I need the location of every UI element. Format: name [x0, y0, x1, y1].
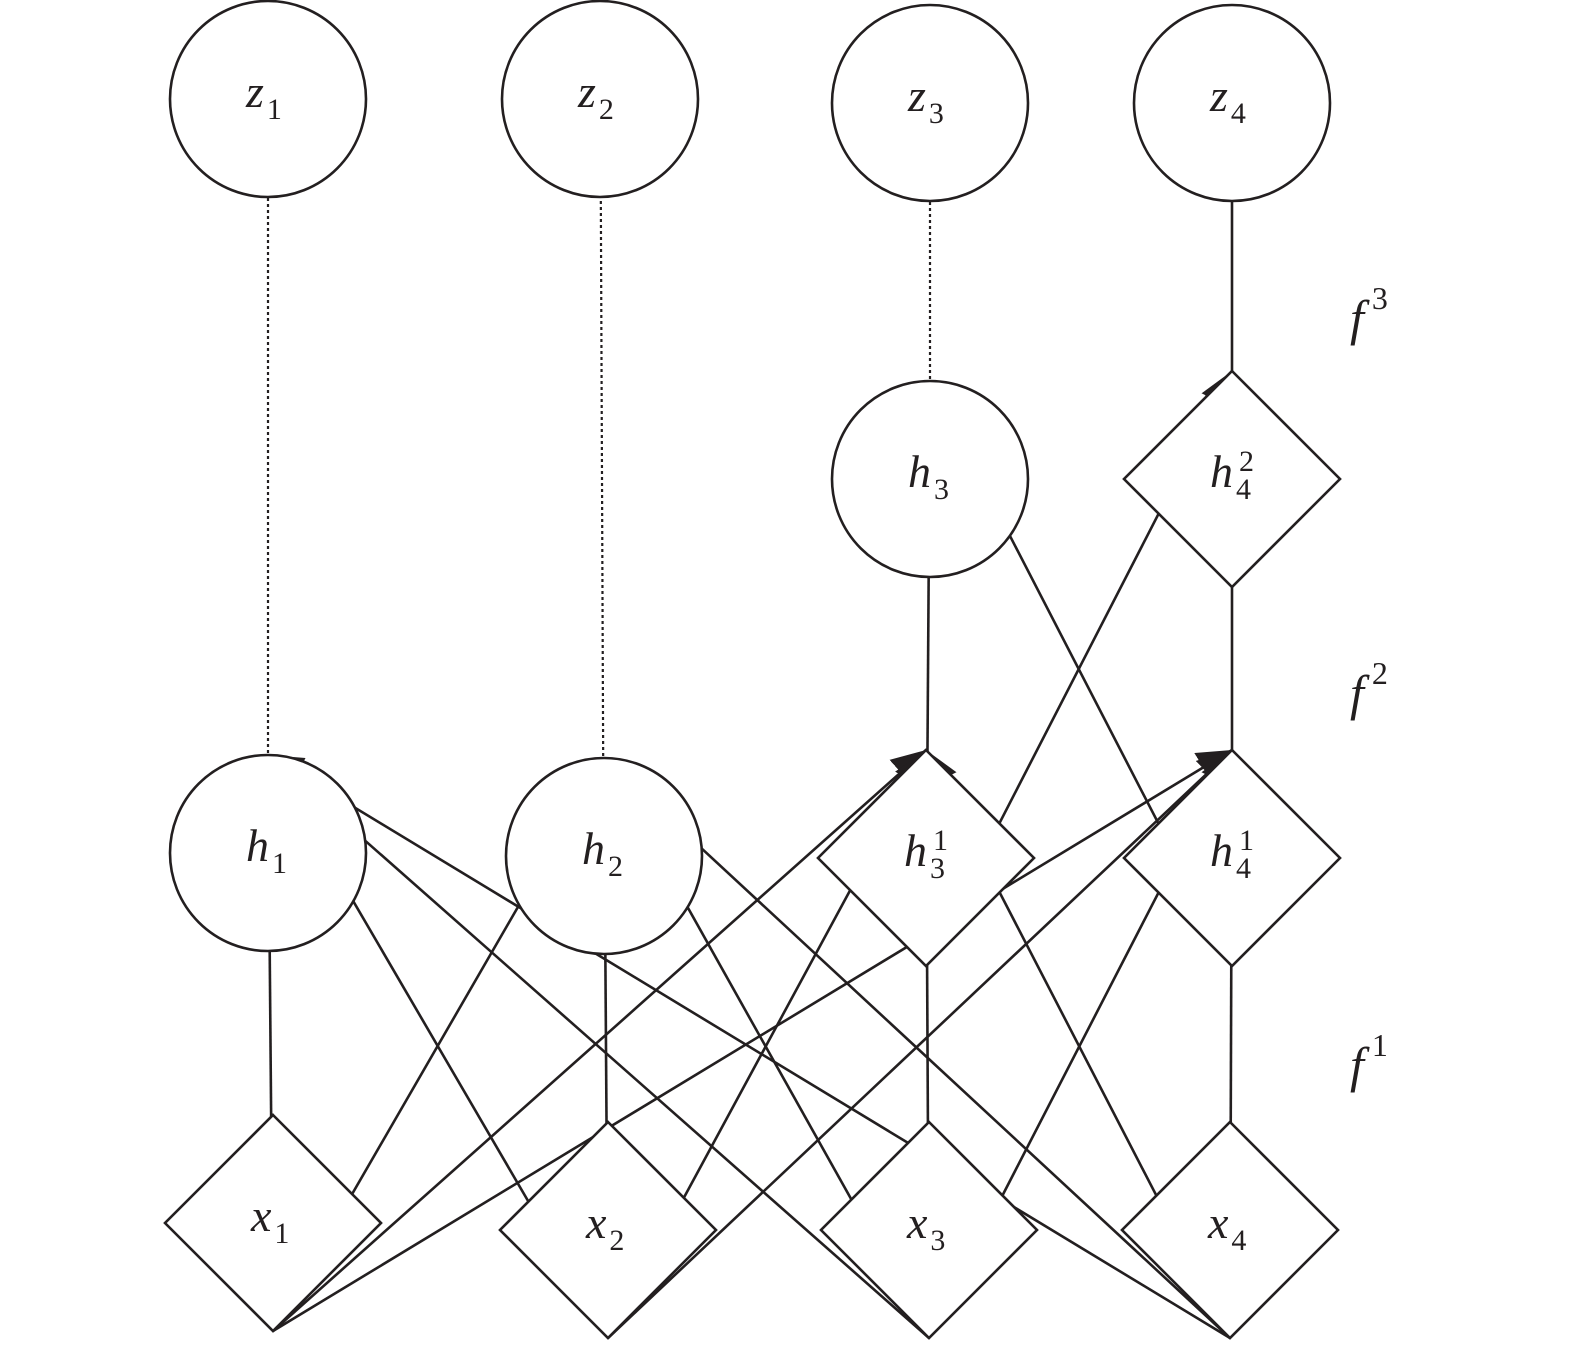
label-symbol: x: [585, 1197, 607, 1248]
node-h4-2-superscript: 2: [1239, 445, 1254, 478]
node-z1-circle: [168, 0, 368, 199]
node-h2-circle: [504, 756, 704, 956]
label-subscript: 4: [1231, 97, 1246, 130]
label-symbol: z: [245, 66, 264, 117]
label-symbol: h: [1210, 825, 1233, 876]
label-subscript: 3: [930, 1224, 945, 1257]
node-x3-diamond: [819, 1120, 1039, 1340]
node-z2-circle: [500, 0, 700, 199]
node-x4-diamond: [1120, 1120, 1340, 1340]
node-z3-circle: [830, 3, 1030, 203]
label-symbol: x: [250, 1190, 272, 1241]
node-x1-diamond: [163, 1113, 383, 1333]
node-h4-2-diamond: [1122, 369, 1342, 589]
label-symbol: z: [907, 70, 926, 121]
edges-layer: [251, 0, 1249, 1340]
label-subscript: 3: [929, 97, 944, 130]
edge-x4-to-h2: [603, 757, 1231, 1339]
label-subscript: 3: [930, 852, 945, 885]
label-subscript: 1: [272, 847, 287, 880]
node-z4-circle: [1132, 3, 1332, 203]
label-subscript: 1: [267, 93, 282, 126]
edge-x2-to-h4_1: [607, 749, 1233, 1339]
label-subscript: 4: [1231, 1224, 1246, 1257]
label-symbol: x: [1207, 1197, 1229, 1248]
label-subscript: 3: [934, 473, 949, 506]
edge-x4-to-h1: [267, 753, 1231, 1340]
label-symbol: h: [1210, 446, 1233, 497]
label-symbol: h: [582, 823, 605, 874]
edge-x1-to-h3_1: [272, 749, 927, 1332]
node-h3-1-superscript: 1: [933, 824, 948, 857]
label-subscript: 2: [608, 850, 623, 883]
label-subscript: 4: [1236, 473, 1251, 506]
node-h4-1-superscript: 1: [1239, 824, 1254, 857]
label-symbol: h: [908, 446, 931, 497]
label-subscript: 2: [599, 93, 614, 126]
label-symbol: z: [1209, 70, 1228, 121]
node-h3-1-diamond: [816, 748, 1036, 968]
node-h4-1-diamond: [1122, 748, 1342, 968]
label-symbol: h: [904, 825, 927, 876]
node-h1-circle: [168, 753, 368, 953]
node-x2-diamond: [498, 1120, 718, 1340]
label-subscript: 4: [1236, 852, 1251, 885]
label-subscript: 2: [609, 1224, 624, 1257]
edge-x3-to-h1: [267, 754, 930, 1339]
label-symbol: z: [577, 66, 596, 117]
label-subscript: 1: [274, 1217, 289, 1250]
label-symbol: h: [246, 820, 269, 871]
node-h3-circle: [830, 379, 1030, 579]
edge-x1-to-h4_1: [272, 748, 1233, 1333]
label-symbol: x: [906, 1197, 928, 1248]
